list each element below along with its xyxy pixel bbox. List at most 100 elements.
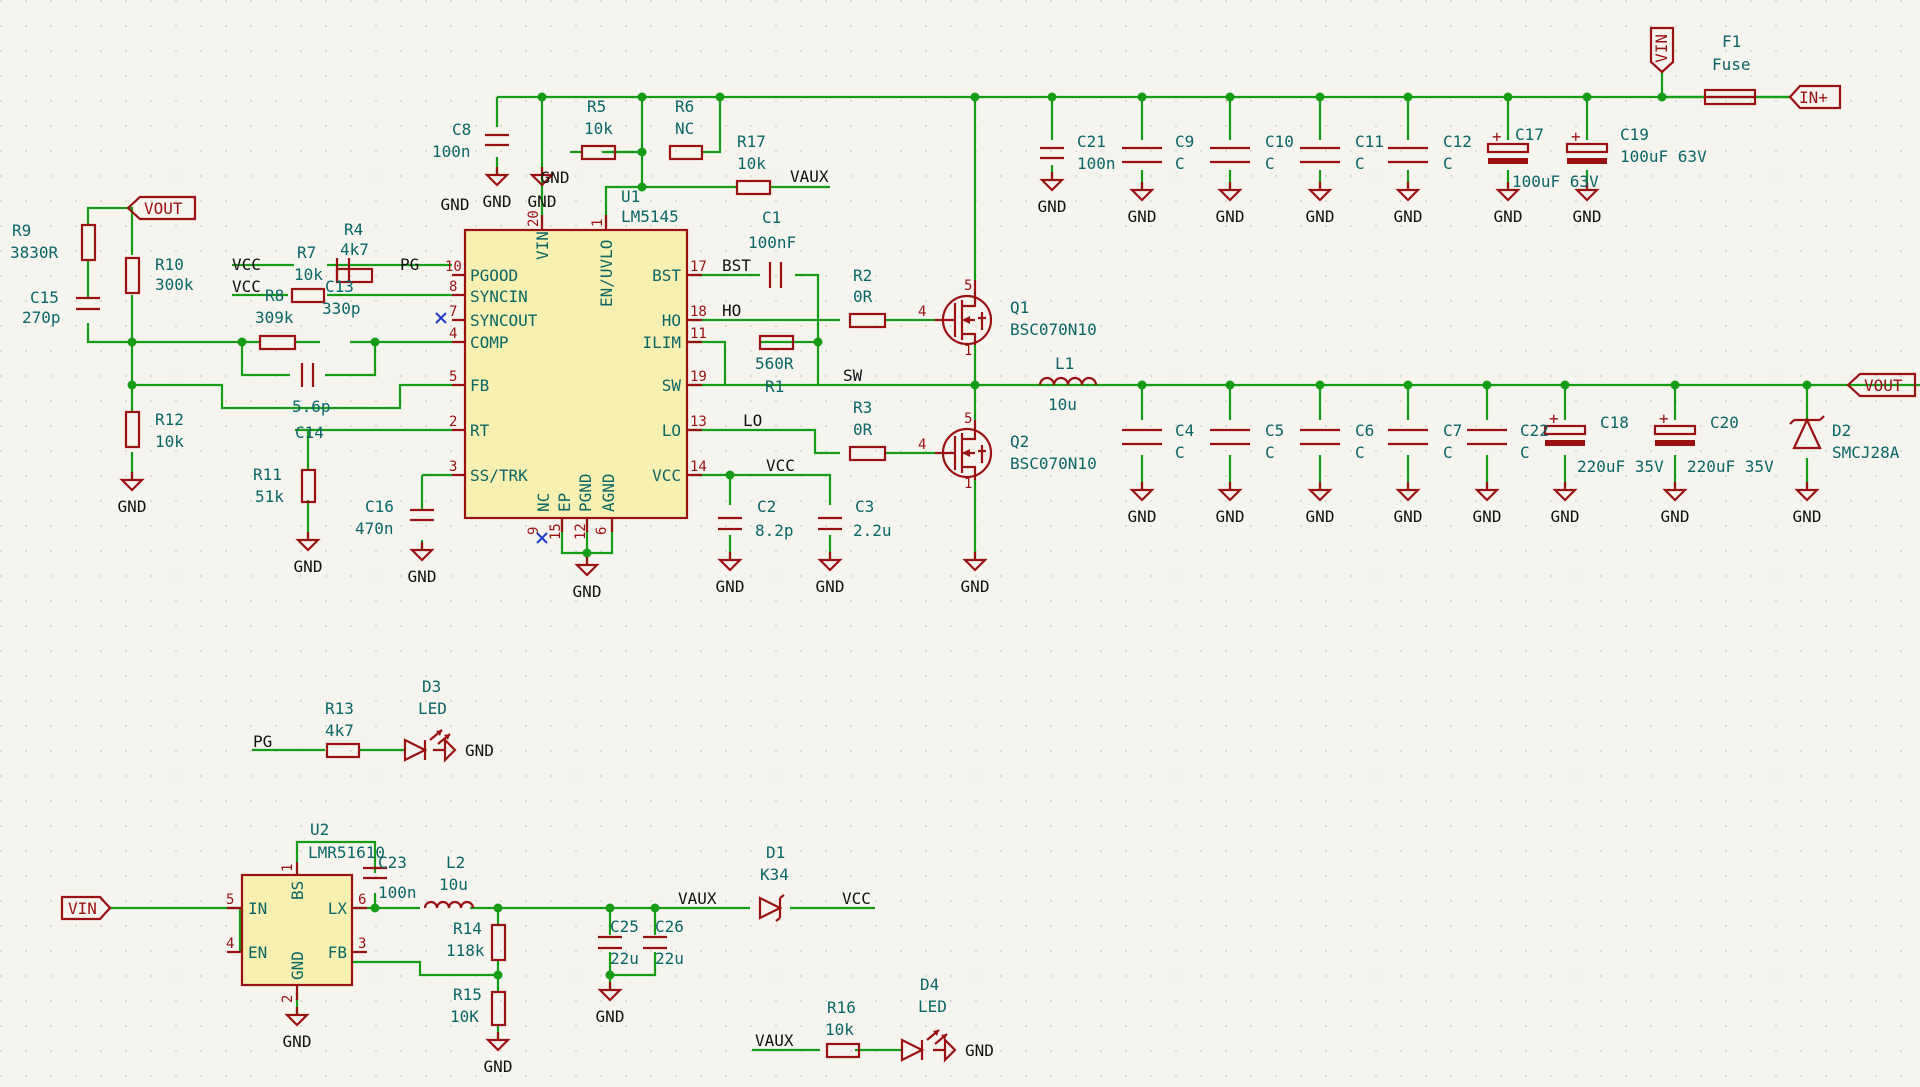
led-d4[interactable] xyxy=(900,1029,948,1062)
vin-port-top[interactable]: VIN xyxy=(1649,26,1675,74)
r14-ref-label: R14 xyxy=(453,919,482,938)
gnd-symbol: GND xyxy=(1216,182,1244,226)
net-pg: PG xyxy=(253,732,272,751)
vout-port-right[interactable]: VOUT xyxy=(1846,372,1917,398)
resistor-r8[interactable] xyxy=(258,334,297,351)
q2-ref-label: Q2 xyxy=(1010,432,1029,451)
gnd-label: GND xyxy=(1793,507,1822,526)
u1-part: LM5145 xyxy=(621,207,679,226)
resistor-r12[interactable] xyxy=(124,410,141,449)
mosfet-q2[interactable] xyxy=(935,420,993,480)
diode-d2[interactable] xyxy=(1789,415,1825,450)
u1-pin-rt: RT xyxy=(470,421,490,440)
gnd-symbol: GND xyxy=(596,982,625,1026)
gnd-label: GND xyxy=(283,1032,312,1051)
net-ho: HO xyxy=(722,301,741,320)
u2-lmr51610[interactable]: IN EN BS LX FB GND 5 4 1 6 3 2 U2 LMR516… xyxy=(226,820,385,1003)
capacitor-c12 xyxy=(1388,146,1428,164)
vout-port-left[interactable]: VOUT xyxy=(126,195,197,221)
u1-pin-agnd: AGND xyxy=(599,473,618,512)
c12-val-label: C xyxy=(1443,154,1453,173)
c21-ref-label: C21 xyxy=(1077,132,1106,151)
u1-pin-pgnd: PGND xyxy=(576,473,595,512)
capacitor-c25 xyxy=(598,935,622,950)
polarity-mark: + xyxy=(1571,127,1581,146)
gnd-label: GND xyxy=(1551,507,1580,526)
gnd-symbol: GND xyxy=(1661,482,1689,526)
l1-val-label: 10u xyxy=(1048,395,1077,414)
capacitor-c13 xyxy=(335,258,351,282)
led-d3[interactable] xyxy=(403,729,451,762)
gnd-symbol: GND xyxy=(1038,172,1066,216)
resistor-r11[interactable] xyxy=(300,468,317,504)
net-vaux: VAUX xyxy=(755,1031,794,1050)
resistor-r7[interactable] xyxy=(290,287,326,304)
gnd-label: GND xyxy=(118,497,147,516)
gnd-symbol: GND xyxy=(816,552,844,596)
gnd-label: GND xyxy=(465,741,494,760)
c6-val-label: C xyxy=(1355,443,1365,462)
u2-pin-en: EN xyxy=(248,943,267,962)
r11-ref-label: R11 xyxy=(253,465,282,484)
u2-pin-number: 5 xyxy=(226,892,234,908)
vin-port-bottom[interactable]: VIN xyxy=(60,895,112,921)
inductors[interactable] xyxy=(423,376,1098,909)
in-plus-port[interactable]: IN+ xyxy=(1788,84,1842,110)
resistor-r15[interactable] xyxy=(490,990,507,1027)
gnd-symbol: GND xyxy=(484,1032,512,1076)
c13-ref-label: C13 xyxy=(325,277,354,296)
net-vcc: VCC xyxy=(842,889,871,908)
resistor-r14[interactable] xyxy=(490,923,507,962)
gnd-label: GND xyxy=(1394,207,1423,226)
gnd-label: GND xyxy=(596,1007,625,1026)
c22-ref-label: C22 xyxy=(1520,421,1549,440)
c2-val-label: 8.2p xyxy=(755,521,794,540)
u1-pin-nc: NC xyxy=(534,493,553,512)
u1-pin-number: 4 xyxy=(449,326,457,342)
u2-pin-number: 3 xyxy=(358,936,366,952)
u1-pin-number: 2 xyxy=(449,414,457,430)
gnd-symbol: GND xyxy=(1494,182,1522,226)
resistor-r16[interactable] xyxy=(825,1042,861,1059)
r12-ref-label: R12 xyxy=(155,410,184,429)
c1-ref-label: C1 xyxy=(762,208,781,227)
capacitor-c10 xyxy=(1210,146,1250,164)
c26-val-label: 22u xyxy=(655,949,684,968)
capacitor-c23 xyxy=(363,866,387,880)
resistors[interactable] xyxy=(80,144,887,1059)
u1-pin-vin: VIN xyxy=(533,231,552,260)
resistor-r1[interactable] xyxy=(758,334,795,351)
c26-ref-label: C26 xyxy=(655,917,684,936)
u1-pin-number: 19 xyxy=(690,369,707,385)
u2-part: LMR51610 xyxy=(308,843,385,862)
c16-val-label: 470n xyxy=(355,519,394,538)
u1-pin-number: 11 xyxy=(690,326,707,342)
u1-pin-ilim: ILIM xyxy=(642,333,681,352)
net-lo: LO xyxy=(743,411,762,430)
resistor-r2[interactable] xyxy=(848,312,887,329)
gnd-label: GND xyxy=(1573,207,1602,226)
resistor-r9[interactable] xyxy=(80,223,97,262)
resistor-r13[interactable] xyxy=(325,742,361,759)
u1-lm5145[interactable]: PGOOD SYNCIN SYNCOUT COMP FB RT SS/TRK V… xyxy=(435,187,707,544)
diode-d1[interactable] xyxy=(758,894,785,922)
q1-pin-number: 1 xyxy=(964,343,972,359)
d4-val-label: LED xyxy=(918,997,947,1016)
resistor-r5[interactable] xyxy=(580,144,617,161)
r5-ref-label: R5 xyxy=(587,97,606,116)
r4-val-label: 4k7 xyxy=(340,240,369,259)
u1-pin-ho: HO xyxy=(662,311,681,330)
mosfet-q1[interactable] xyxy=(935,280,993,346)
resistor-r17[interactable] xyxy=(735,179,772,196)
r6-val-label: NC xyxy=(675,119,694,138)
resistor-r3[interactable] xyxy=(848,445,887,462)
gnd-label: GND xyxy=(1394,507,1423,526)
resistor-r6[interactable] xyxy=(668,144,704,161)
capacitors[interactable] xyxy=(76,133,1507,950)
u1-pin-number: 14 xyxy=(690,459,707,475)
resistor-r10[interactable] xyxy=(124,256,141,295)
f1-val-label: Fuse xyxy=(1712,55,1751,74)
gnd-symbol: GND xyxy=(283,1007,312,1051)
c17-ref-label: C17 xyxy=(1515,125,1544,144)
polarized-capacitors[interactable]: + + + + xyxy=(1486,127,1697,446)
